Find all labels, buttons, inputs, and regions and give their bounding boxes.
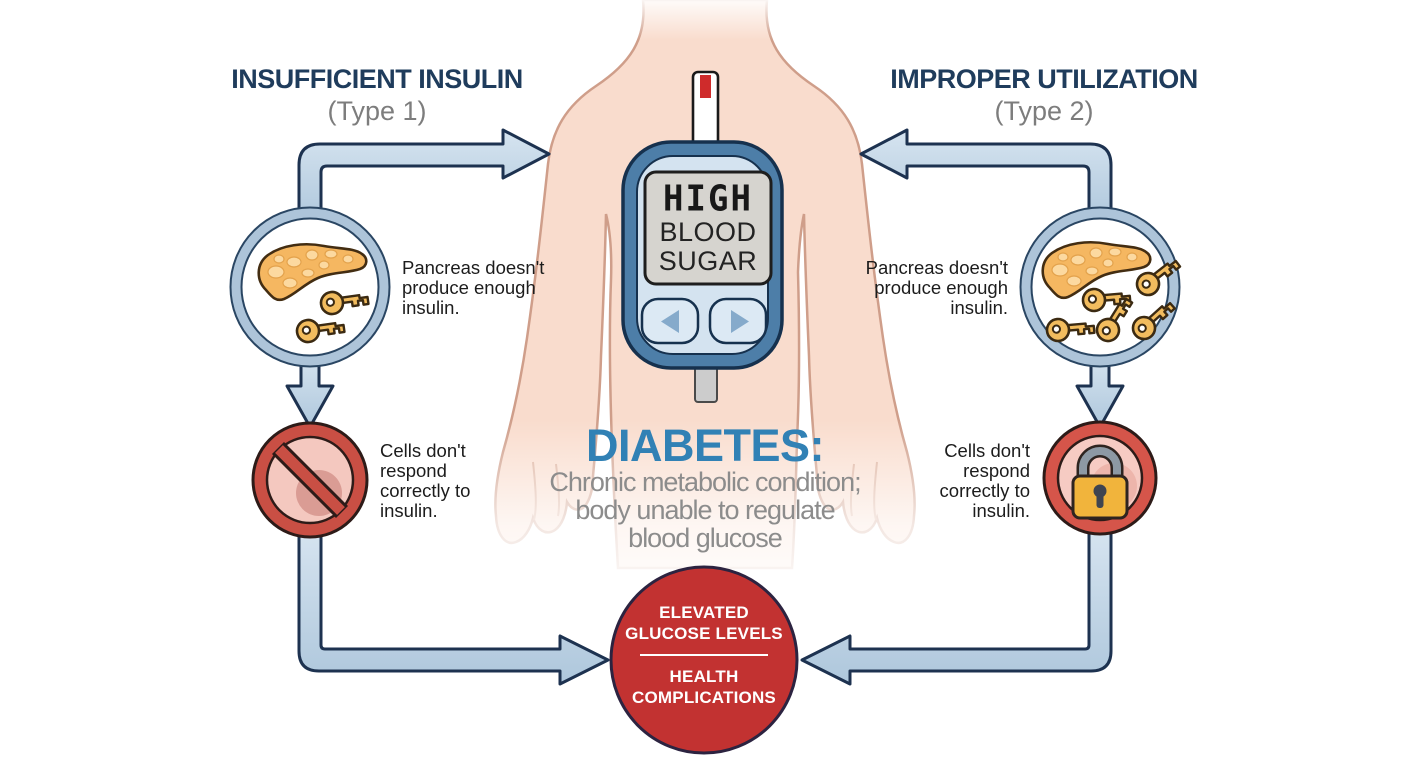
left-triangle-icon — [661, 310, 679, 333]
left-cause-circle — [229, 206, 391, 368]
right-triangle-icon — [731, 310, 749, 333]
arrow-top-right — [859, 128, 1113, 226]
meter-display: HIGH BLOOD SUGAR — [645, 178, 771, 276]
diabetes-heading: DIABETES: — [585, 420, 825, 471]
diabetes-description: Chronic metabolic condition; body unable… — [549, 467, 861, 553]
arrow-top-left — [297, 128, 551, 226]
right-branch-type: (Type 2) — [994, 96, 1094, 126]
left-pancreas-caption: Pancreas doesn't produce enough insulin. — [402, 257, 545, 318]
glucose-meter-icon — [621, 70, 784, 403]
right-cause-circle — [1019, 206, 1185, 368]
right-cells-caption: Cells don't respond correctly to insulin… — [939, 440, 1030, 521]
padlock-icon — [1042, 420, 1158, 536]
outcome-top-label: ELEVATED GLUCOSE LEVELS — [625, 603, 783, 643]
outcome-label: ELEVATED GLUCOSE LEVELS HEALTH COMPLICAT… — [609, 602, 799, 708]
left-branch-type: (Type 1) — [327, 96, 427, 126]
outcome-divider — [640, 654, 768, 656]
body-top-fade — [540, 0, 870, 40]
meter-display-line1: HIGH — [663, 178, 753, 220]
right-pancreas-caption: Pancreas doesn't produce enough insulin. — [865, 257, 1008, 318]
test-strip-blood-mark — [700, 75, 711, 98]
outcome-bottom-label: HEALTH COMPLICATIONS — [632, 667, 776, 707]
right-branch-title: IMPROPER UTILIZATION — [890, 64, 1198, 94]
outcome-circle — [609, 565, 799, 755]
meter-display-line3: SUGAR — [658, 246, 758, 276]
meter-display-line2: BLOOD — [659, 217, 757, 247]
left-branch-title: INSUFFICIENT INSULIN — [231, 64, 523, 94]
meter-screen — [643, 170, 773, 286]
no-entry-icon — [251, 421, 369, 539]
left-cells-caption: Cells don't respond correctly to insulin… — [380, 440, 471, 521]
